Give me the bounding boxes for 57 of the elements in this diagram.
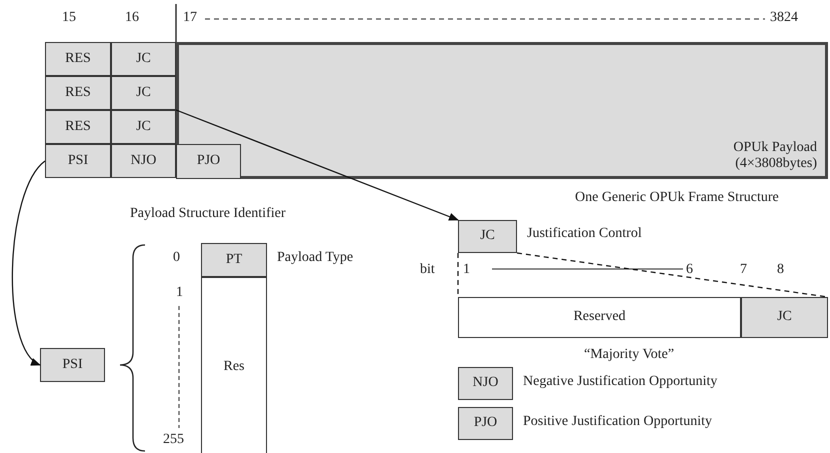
field-cell [111, 42, 176, 76]
field-cell [111, 144, 176, 178]
field-label: JC [136, 50, 151, 68]
field-label: PJO [196, 153, 220, 170]
dashed-line [457, 253, 459, 297]
field-label: JC [136, 118, 151, 136]
bit-number: 1 [463, 262, 470, 278]
bit-number: 15 [62, 10, 76, 26]
bit-number: 0 [173, 250, 180, 266]
field-label: Reserved [573, 309, 626, 326]
byte-column [201, 277, 267, 453]
bit-number: 7 [740, 262, 747, 278]
field-cell [45, 110, 111, 144]
bit-number: 1 [176, 285, 183, 301]
bit-field [741, 297, 828, 338]
field-cell [40, 348, 105, 382]
field-label: RES [65, 50, 91, 68]
field-cell [176, 144, 241, 179]
field-cell [111, 110, 176, 144]
arrow [12, 160, 46, 366]
field-description: Payload Type [277, 250, 354, 266]
field-label: OPUk Payload (4×3808bytes) [732, 140, 817, 172]
field-label: RES [65, 84, 91, 102]
bit-number: bit [420, 262, 435, 278]
bit-number: 255 [163, 432, 184, 448]
field-description: Justification Control [527, 226, 642, 242]
caption: One Generic OPUk Frame Structure [575, 190, 779, 206]
field-cell [458, 367, 513, 400]
field-label: JC [136, 84, 151, 102]
payload-area [176, 42, 828, 179]
field-cell [458, 220, 517, 253]
bit-number: 8 [777, 262, 784, 278]
field-description: “Majority Vote” [584, 347, 674, 363]
field-cell [45, 42, 111, 76]
bit-number: 3824 [770, 10, 798, 26]
field-label: PJO [474, 415, 498, 432]
field-cell [201, 243, 267, 277]
caption: Payload Structure Identifier [130, 206, 286, 222]
bit-field [458, 297, 741, 338]
field-label: RES [65, 118, 91, 136]
bit-number: 16 [125, 10, 139, 26]
field-label: PT [226, 252, 242, 268]
field-cell [45, 144, 111, 178]
field-label: PSI [62, 356, 83, 374]
field-label: JC [480, 228, 495, 245]
field-cell [45, 76, 111, 110]
field-label: PSI [68, 152, 88, 170]
field-label: JC [777, 309, 792, 326]
field-description: Negative Justification Opportunity [523, 374, 718, 390]
bit-number: 17 [183, 10, 197, 26]
field-description: Positive Justification Opportunity [523, 414, 712, 430]
field-cell [111, 76, 176, 110]
field-label: Res [224, 359, 244, 376]
bit-number: 6 [686, 262, 693, 278]
field-label: NJO [472, 375, 498, 392]
field-cell [458, 407, 513, 440]
field-label: NJO [130, 152, 156, 170]
